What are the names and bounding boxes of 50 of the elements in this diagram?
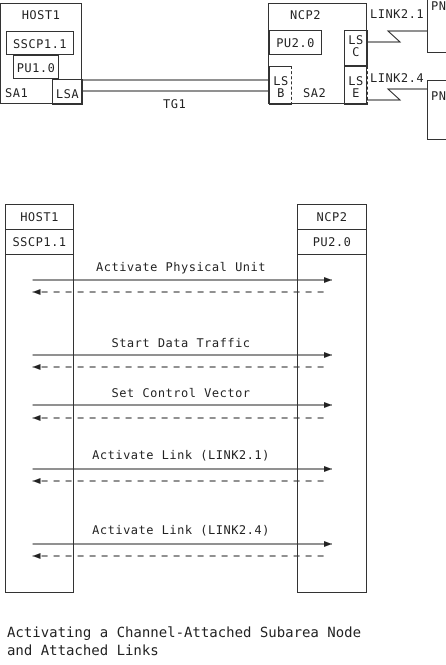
message-arrow [32, 478, 324, 484]
lifeline-header: NCP2 [298, 205, 366, 230]
message-arrow [32, 277, 332, 283]
message-arrow [32, 289, 324, 295]
node-label: PU1.0 [16, 61, 56, 75]
edge-label: Start Data Traffic [111, 336, 251, 350]
edge-label: Activate Link (LINK2.4) [92, 523, 270, 537]
lifeline-box [5, 204, 74, 593]
subarea-label: SA1 [5, 86, 28, 100]
lifeline-header: HOST1 [6, 205, 73, 230]
connector-line [366, 88, 428, 100]
message-arrow [32, 466, 332, 472]
pu-box [269, 30, 322, 55]
message-arrow [32, 541, 332, 547]
edge-label: Activate Physical Unit [96, 260, 266, 274]
edge-label: TG1 [163, 97, 186, 111]
message-arrow [32, 402, 332, 408]
lifeline-header: PU2.0 [298, 230, 366, 255]
node-label: LS C [348, 34, 364, 58]
node-label: LSA [54, 87, 80, 101]
sscp-box [6, 31, 74, 55]
message-arrow [32, 553, 324, 559]
caption: Activating a Channel-Attached Subarea Node and Attached Links [7, 624, 362, 660]
node-label: NCP2 [289, 8, 322, 22]
host-box [0, 3, 82, 104]
node-label: PN [431, 0, 446, 13]
connector-line [366, 30, 428, 42]
node-label: PU2.0 [275, 36, 316, 50]
link-station-box [344, 66, 368, 105]
node-label: SSCP1.1 [12, 37, 68, 51]
message-arrow [32, 415, 324, 421]
link-station-box [344, 30, 368, 66]
node-label: LS B [273, 75, 289, 99]
edge-label: LINK2.4 [370, 71, 424, 85]
lifeline-box [297, 204, 367, 593]
pu-box [13, 55, 59, 79]
ncp-box [268, 3, 367, 104]
edge-label: LINK2.1 [370, 7, 424, 21]
node-label: HOST1 [20, 8, 62, 22]
message-arrow [32, 364, 324, 370]
node-label: PN [431, 89, 446, 103]
link-station-box [52, 79, 83, 105]
lifeline-header: SSCP1.1 [6, 230, 73, 255]
connector-line [82, 80, 268, 92]
message-arrow [32, 352, 332, 358]
edge-label: Activate Link (LINK2.1) [92, 448, 270, 462]
edge-label: Set Control Vector [111, 386, 251, 400]
subarea-label: SA2 [303, 86, 326, 100]
link-station-box [269, 66, 292, 105]
node-label: LS E [348, 75, 364, 99]
